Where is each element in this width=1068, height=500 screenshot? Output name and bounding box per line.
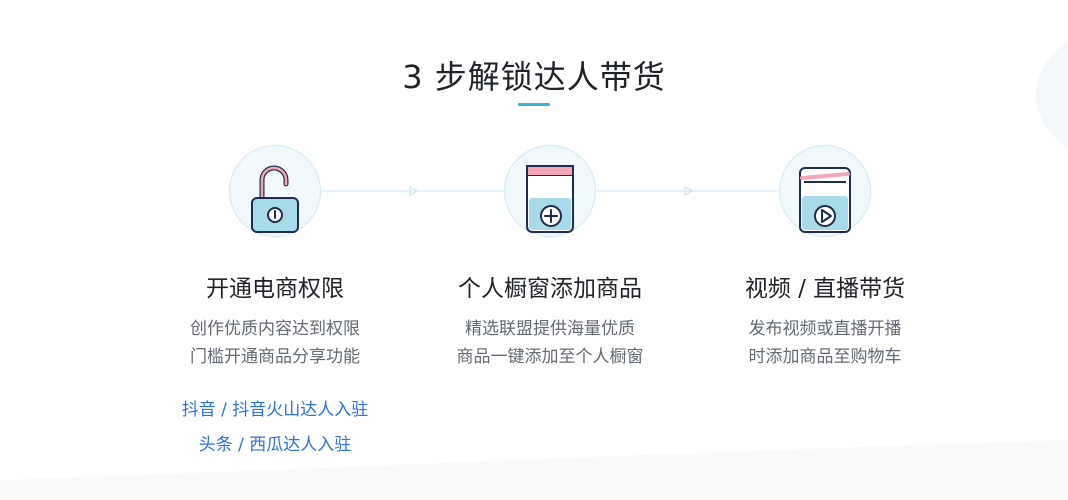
douyin-huoshan-signup-link[interactable]: 抖音 / 抖音火山达人入驻: [181, 400, 369, 420]
step-1-title: 开通电商权限: [206, 276, 344, 302]
step-3: 视频 / 直播带货 发布视频或直播开播 时添加商品至购物车: [685, 145, 965, 371]
step-2-icon-circle: [504, 145, 596, 237]
step-3-title: 视频 / 直播带货: [744, 276, 906, 302]
unlock-icon: [251, 165, 299, 233]
signup-links: 抖音 / 抖音火山达人入驻 头条 / 西瓜达人入驻: [135, 393, 415, 463]
title-underline: [518, 103, 550, 106]
step-2-description: 精选联盟提供海量优质 商品一键添加至个人橱窗: [410, 315, 690, 371]
step-2-desc-line-2: 商品一键添加至个人橱窗: [456, 347, 644, 367]
step-2-desc-line-1: 精选联盟提供海量优质: [465, 319, 635, 339]
step-3-icon-circle: [779, 145, 871, 237]
step-1-desc-line-1: 创作优质内容达到权限: [190, 319, 360, 339]
step-3-desc-line-1: 发布视频或直播开播: [748, 319, 902, 339]
step-1-description: 创作优质内容达到权限 门槛开通商品分享功能: [135, 315, 415, 371]
add-product-icon: [526, 165, 574, 233]
step-1: 开通电商权限 创作优质内容达到权限 门槛开通商品分享功能 抖音 / 抖音火山达人…: [135, 145, 415, 463]
step-3-desc-line-2: 时添加商品至购物车: [748, 347, 902, 367]
step-2-title: 个人橱窗添加商品: [458, 276, 642, 302]
toutiao-xigua-signup-link[interactable]: 头条 / 西瓜达人入驻: [198, 435, 352, 455]
step-2: 个人橱窗添加商品 精选联盟提供海量优质 商品一键添加至个人橱窗: [410, 145, 690, 371]
section-title: 3 步解锁达人带货: [402, 58, 666, 96]
step-3-description: 发布视频或直播开播 时添加商品至购物车: [685, 315, 965, 371]
video-play-icon: [799, 167, 851, 233]
step-1-desc-line-2: 门槛开通商品分享功能: [190, 347, 360, 367]
step-1-icon-circle: [229, 145, 321, 237]
